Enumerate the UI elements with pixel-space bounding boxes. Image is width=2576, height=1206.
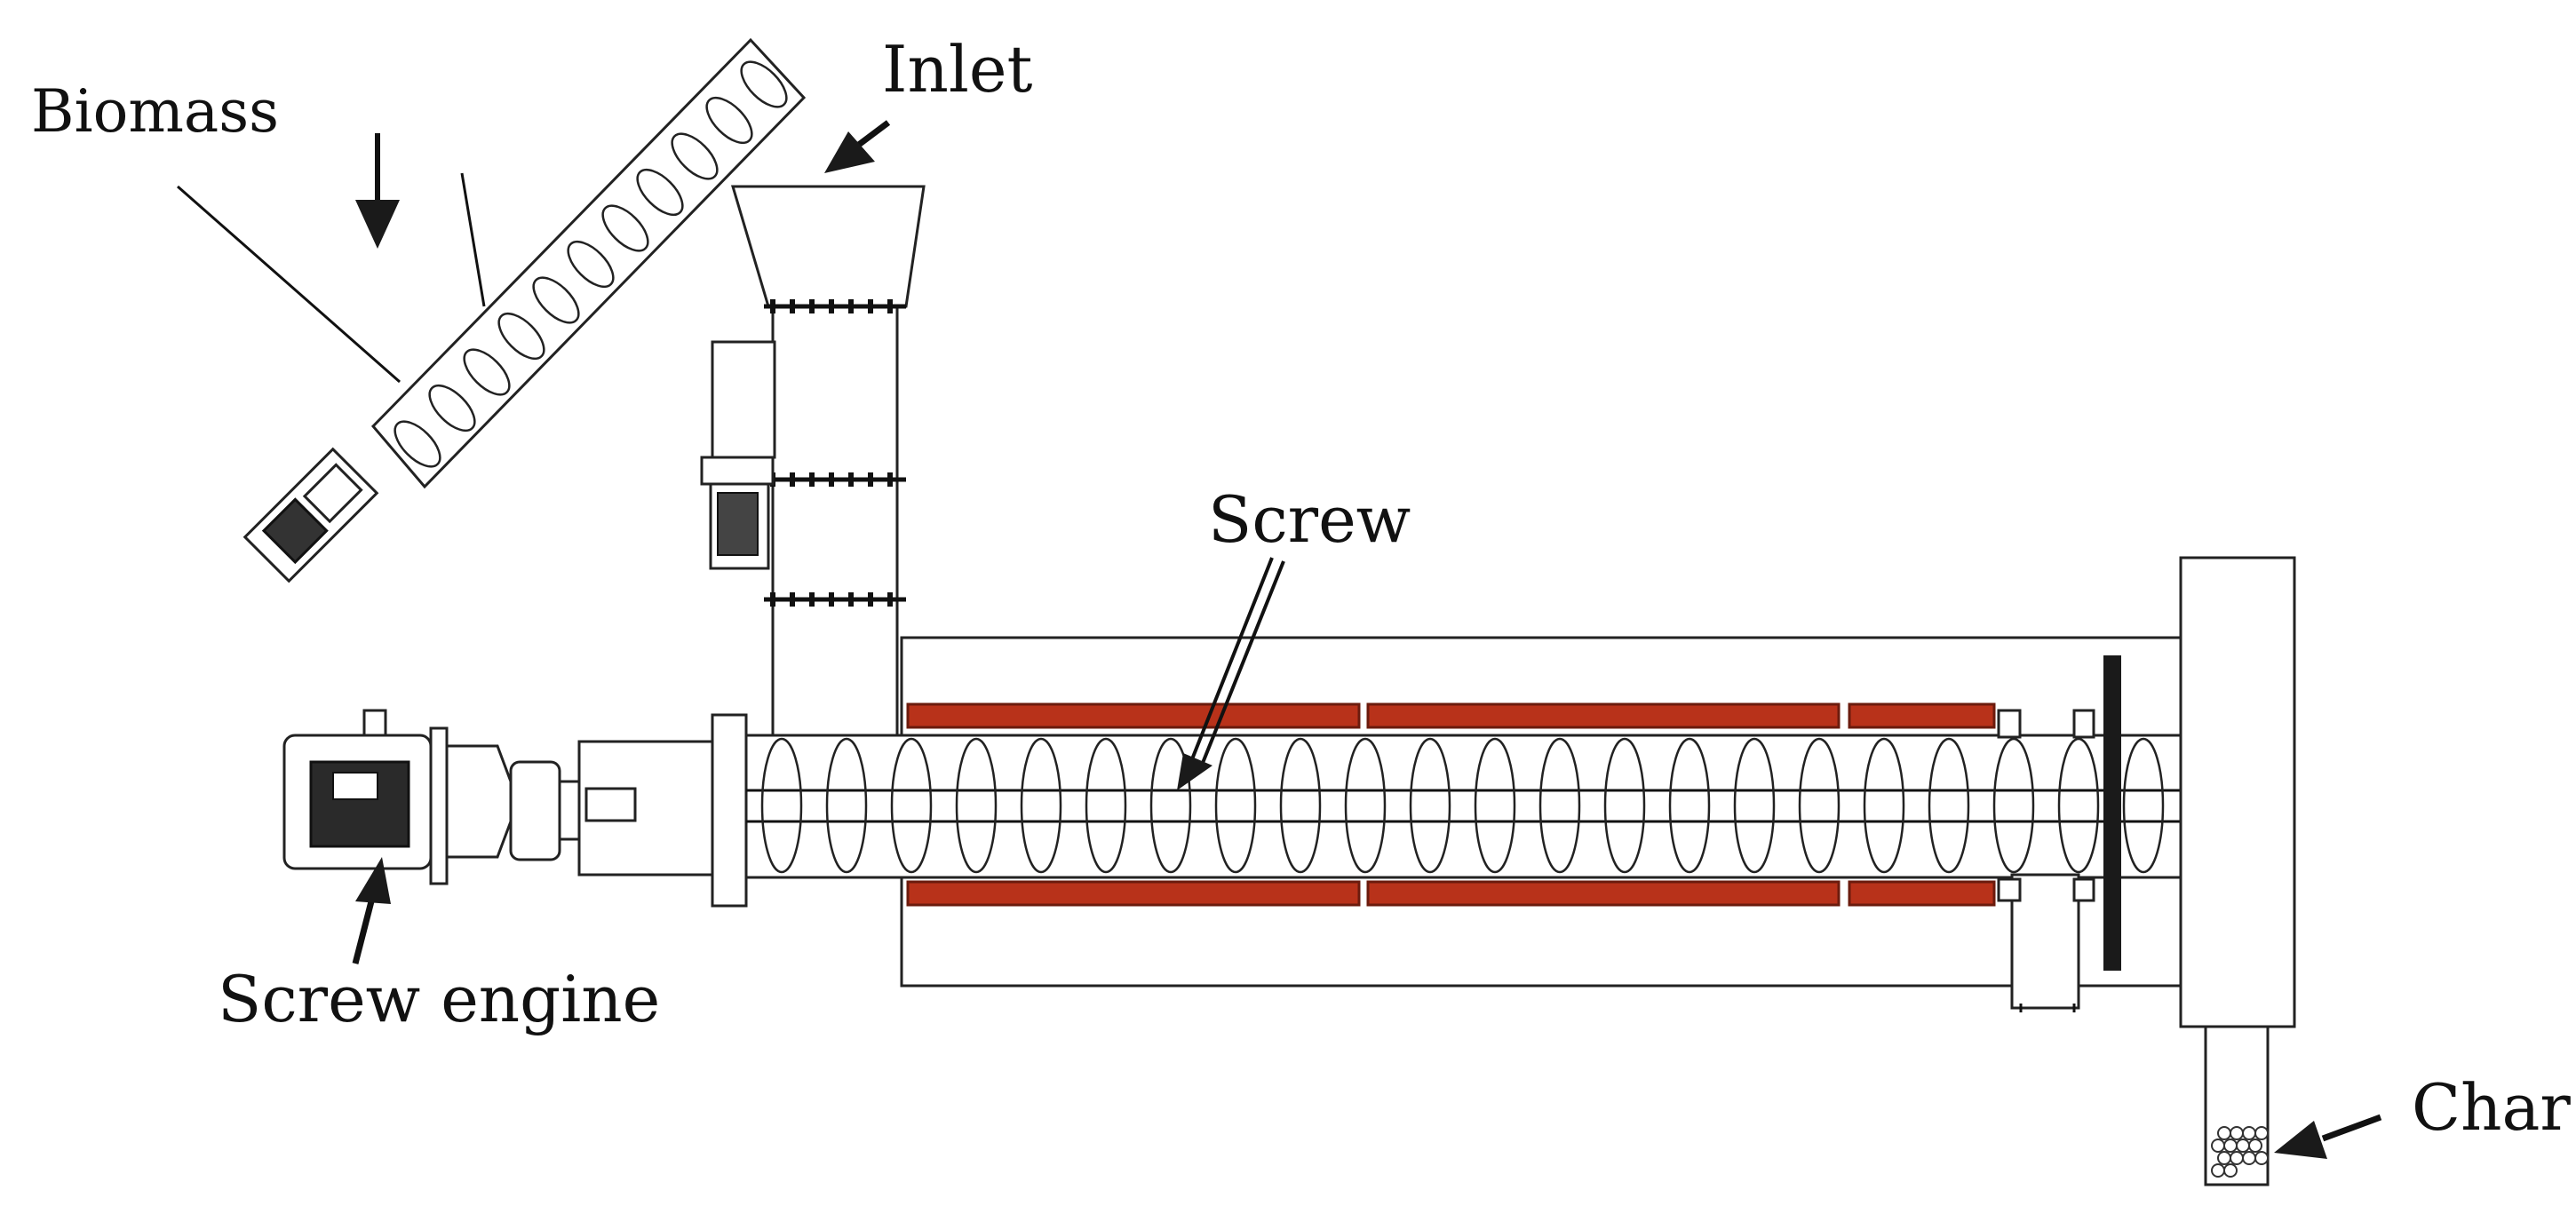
inclined-screw-feeder-icon <box>177 37 807 583</box>
screw-flight <box>1733 737 1776 874</box>
screw-flight <box>1863 737 1905 874</box>
char-pellet <box>2230 1126 2244 1140</box>
char-pellet <box>2254 1126 2269 1140</box>
flange-bolt <box>790 472 795 487</box>
char-pellet <box>2236 1139 2250 1153</box>
screw-flight <box>1279 737 1322 874</box>
screw-flight <box>1214 737 1257 874</box>
char-arrow-icon <box>2274 1114 2382 1159</box>
hopper-icon <box>700 185 926 739</box>
flange-bolt <box>868 592 873 607</box>
flange-bolt <box>809 472 815 487</box>
flange-bolt <box>848 472 854 487</box>
screw-flight <box>1149 737 1192 874</box>
feeder-spiral <box>497 312 545 361</box>
char-label: Char <box>2412 1070 2571 1145</box>
feeder-spiral <box>740 60 788 108</box>
char-pellet <box>2211 1163 2225 1178</box>
heater-row-top <box>906 702 1996 729</box>
screw-flight <box>1992 737 2035 874</box>
feeder-spiral <box>636 168 684 217</box>
flange-bolt <box>790 592 795 607</box>
flange-bolt <box>809 592 815 607</box>
char-pellet <box>2217 1126 2231 1140</box>
screw-flight <box>1344 737 1387 874</box>
screw-flights <box>760 737 2230 874</box>
heater-element <box>1848 702 1996 729</box>
motor-icon <box>282 709 748 908</box>
inlet-label: Inlet <box>882 32 1032 107</box>
feeder-support-line <box>177 185 401 384</box>
heater-row-bottom <box>906 880 1996 907</box>
screw-flight <box>1668 737 1711 874</box>
char-pellet <box>2211 1139 2225 1153</box>
screw-engine-label: Screw engine <box>218 962 660 1036</box>
screw-flight <box>955 737 998 874</box>
heater-element <box>906 702 1361 729</box>
flange-bolt <box>848 592 854 607</box>
char-pellet <box>2230 1151 2244 1165</box>
reactor-tube-icon <box>744 556 2296 1028</box>
flange-bolt <box>868 299 873 313</box>
char-pellet <box>2223 1139 2238 1153</box>
char-pellet <box>2242 1126 2256 1140</box>
feeder-spiral <box>601 204 649 252</box>
screw-flight <box>825 737 868 874</box>
feeder-spiral <box>428 384 476 432</box>
char-pellet <box>2254 1151 2269 1165</box>
char-bin-icon <box>2204 1025 2270 1186</box>
char-pellet <box>2242 1151 2256 1165</box>
feeder-spiral <box>532 276 580 324</box>
flange-bolt <box>829 299 834 313</box>
feeder-spiral <box>705 96 753 145</box>
inlet-arrow-icon <box>824 120 891 173</box>
feeder-spiral <box>394 420 441 468</box>
flange-bolt <box>829 592 834 607</box>
screw-flight <box>1474 737 1516 874</box>
screw-flight <box>1603 737 1646 874</box>
char-pellet <box>2248 1139 2262 1153</box>
flange-bolt <box>829 472 834 487</box>
char-pellet <box>2217 1151 2231 1165</box>
biomass-label: Biomass <box>31 77 279 146</box>
heater-element <box>1366 702 1841 729</box>
screw-flight <box>1928 737 1970 874</box>
flange-bolt <box>848 299 854 313</box>
biomass-arrow-icon <box>355 133 400 249</box>
feeder-spiral <box>671 132 719 180</box>
screw-flight <box>1020 737 1062 874</box>
screw-flight <box>1409 737 1451 874</box>
flange-bolt <box>809 299 815 313</box>
screw-flight <box>1085 737 1127 874</box>
screw-label: Screw <box>1208 482 1411 557</box>
feeder-spiral <box>567 240 615 289</box>
heater-element <box>1366 880 1841 907</box>
screw-flight <box>1538 737 1581 874</box>
heater-element <box>906 880 1361 907</box>
heater-element <box>1848 880 1996 907</box>
flange-bolt <box>887 472 893 487</box>
screw-flight <box>890 737 933 874</box>
screw-flight <box>760 737 803 874</box>
char-pellet <box>2223 1163 2238 1178</box>
feeder-support-line <box>460 172 486 307</box>
screw-flight <box>2122 737 2165 874</box>
screw-flight <box>1798 737 1841 874</box>
flange-bolt <box>887 299 893 313</box>
screw-flight <box>2057 737 2100 874</box>
flange-bolt <box>770 592 775 607</box>
flange-bolt <box>887 592 893 607</box>
screw-engine-arrow-icon <box>352 857 391 964</box>
flange-bolt <box>790 299 795 313</box>
screw-arrow-icon <box>1177 557 1285 790</box>
feeder-spiral <box>463 348 511 396</box>
flange-bolt <box>868 472 873 487</box>
flange-bolt <box>770 299 775 313</box>
